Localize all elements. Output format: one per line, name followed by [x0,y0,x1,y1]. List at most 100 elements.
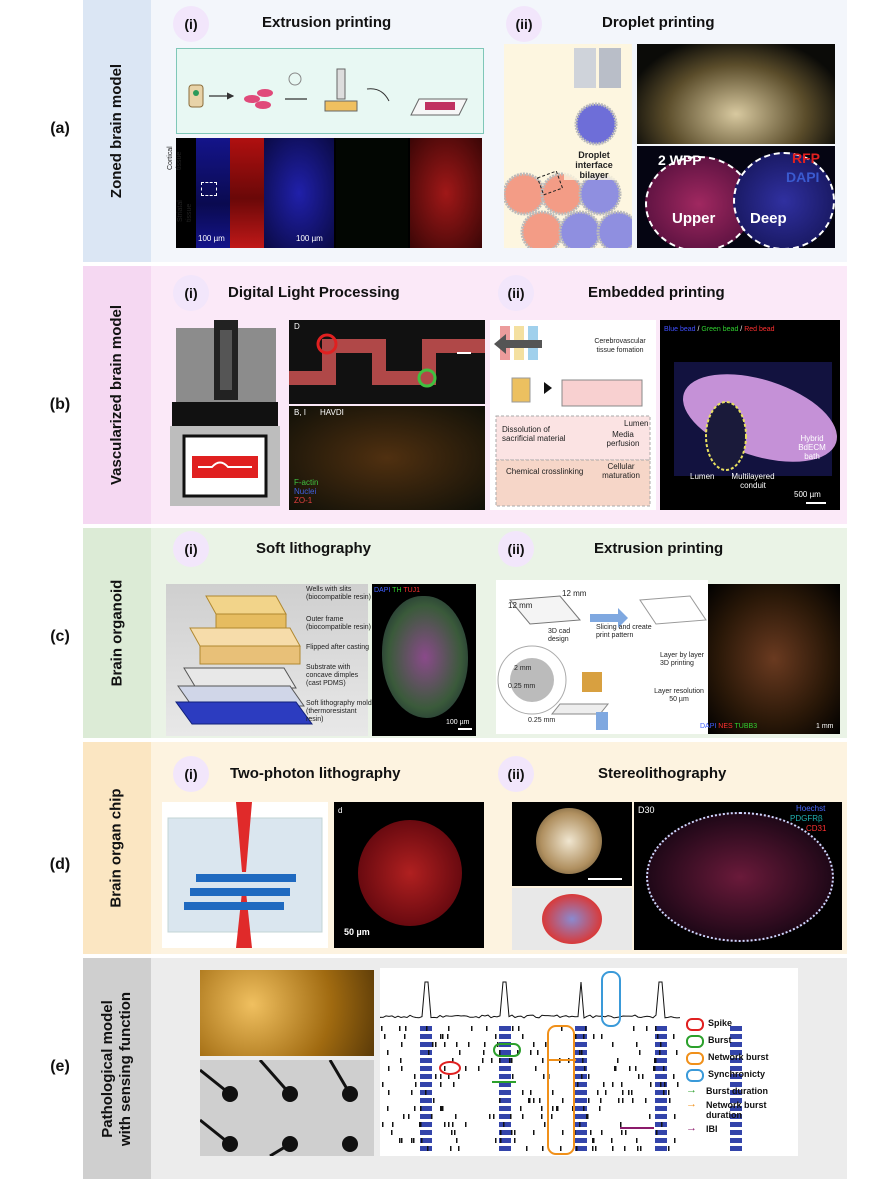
panel-d-sidebar: Brain organ chip [83,742,151,954]
spike-tick [537,1050,539,1055]
spike-tick [414,1106,416,1111]
burst-block [499,1122,511,1127]
panel-e-sidebar: Pathological model with sensing function [83,958,151,1179]
burst-block [420,1122,432,1127]
spike-tick [597,1090,599,1095]
spike-tick [544,1122,546,1127]
spike-tick [659,1050,661,1055]
burst-block [420,1042,432,1047]
spike-tick [640,1146,642,1151]
legend-item: Burst [686,1035,796,1048]
spike-tick [514,1138,516,1143]
spike-tick [458,1074,460,1079]
legend-item: →Network burst duration [686,1100,796,1120]
chem-label: Chemical crosslinking [506,467,583,476]
spike-tick [435,1074,437,1079]
spike-tick [581,1050,583,1055]
spike-tick [588,1098,590,1103]
spike-tick [471,1026,473,1031]
burst-block [420,1050,432,1055]
panel-c-i-title: Soft lithography [256,540,371,557]
spike-tick [415,1082,417,1087]
panel-d-i-title: Two-photon lithography [230,765,401,782]
spike-tick [629,1066,631,1071]
spike-tick [435,1042,437,1047]
spike-tick [599,1106,601,1111]
panel-c-letter: (c) [30,628,90,646]
burst-block [575,1114,587,1119]
mea-electrode-photo [200,1060,374,1156]
panel-e-side-label: Pathological model with sensing function [99,991,135,1145]
spike-tick [382,1082,384,1087]
legend-item: Network burst [686,1052,796,1065]
spike-tick [617,1058,619,1063]
burst-block [730,1138,742,1143]
burst-block [420,1074,432,1079]
burst-block [420,1066,432,1071]
panel-b-i-badge: (i) [173,275,209,311]
organoid-stain-legend: DAPI TH TUJ1 [374,586,420,595]
spike-tick [478,1066,480,1071]
spike-tick [489,1114,491,1119]
spike-tick [614,1066,616,1071]
panel-a-letter: (a) [30,120,90,138]
spike-tick [442,1106,444,1111]
burst-block [575,1138,587,1143]
spike-tick [637,1146,639,1151]
spike-tick [552,1106,554,1111]
spike-tick [612,1146,614,1151]
spike-tick [622,1098,624,1103]
panel-b-letter: (b) [30,396,90,414]
spike-tick [579,1050,581,1055]
spike-tick [425,1090,427,1095]
spike-tick [601,1034,603,1039]
spike-tick [454,1130,456,1135]
spike-tick [583,1034,585,1039]
spike-tick [511,1130,513,1135]
spike-tick [620,1122,622,1127]
spike-tick [624,1146,626,1151]
burst-block [575,1090,587,1095]
cortical-label: Cortical tissue [166,130,184,170]
legend-item: Spike [686,1018,796,1031]
label-havdi: HAVDI [320,408,344,417]
stain-th: TH [392,587,401,594]
spike-tick [403,1114,405,1119]
scale-c-ii: 1 mm [816,722,834,731]
spike-tick [451,1130,453,1135]
spike-tick [522,1114,524,1119]
burst-block [655,1106,667,1111]
spike-tick [592,1146,594,1151]
burst-block [499,1146,511,1151]
two-photon-chip-icon [162,802,328,948]
spike-tick [509,1058,511,1063]
oval-swatch-icon [686,1035,704,1048]
spike-tick [631,1090,633,1095]
spike-tick [638,1074,640,1079]
label-zo1: ZO-1 [294,496,312,505]
spike-tick [530,1050,532,1055]
spike-tick [522,1090,524,1095]
spike-tick [539,1098,541,1103]
spike-tick [414,1074,416,1079]
res-label: Layer resolution 50 µm [654,688,704,704]
panel-d-side-label: Brain organ chip [108,788,126,907]
legend-label: Spike [708,1018,732,1028]
red-bead-label: Red bead [744,326,774,333]
cad-label: 3D cad design [548,628,592,644]
layer-label: Layer by layer 3D printing [660,652,710,668]
spike-tick [384,1034,386,1039]
burst-block [575,1122,587,1127]
bead-legend: Blue bead / Green bead / Red bead [664,325,775,334]
spike-tick [656,1130,658,1135]
panel-a-i-schematic [176,48,484,134]
legend-item: →IBI [686,1124,796,1134]
burst-block [499,1066,511,1071]
label-nuclei: Nuclei [294,487,316,496]
panel-b-i-title: Digital Light Processing [228,284,400,301]
label-d30: D30 [638,806,655,815]
burst-block [575,1058,587,1063]
panel-b-ii-badge: (ii) [498,275,534,311]
media-label: Media perfusion [598,430,648,448]
spike-tick [500,1130,502,1135]
